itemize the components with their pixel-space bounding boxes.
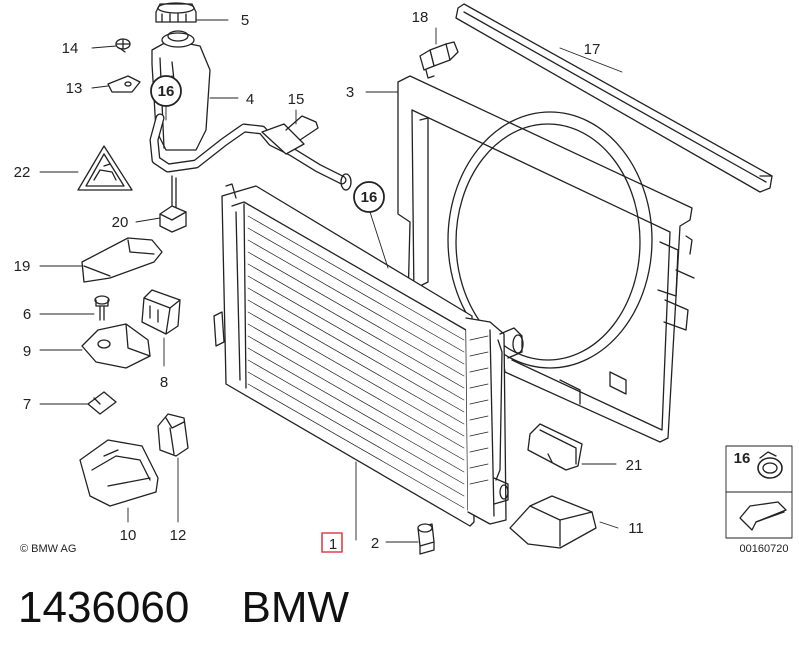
callout-22: 22 [14, 164, 31, 181]
bracket-part-21 [527, 423, 583, 471]
circle-marker-16-b [353, 181, 385, 213]
level-sensor [159, 175, 187, 233]
callout-19: 19 [14, 258, 31, 275]
callout-8: 8 [160, 374, 168, 391]
callout-18: 18 [412, 9, 429, 26]
callout-17: 17 [584, 41, 601, 58]
radiator [213, 183, 524, 527]
drain-plug [417, 523, 435, 555]
footer-caption: 1436060 BMW [18, 583, 349, 633]
callout-14: 14 [62, 40, 79, 57]
circle-marker-16-b-label: 16 [361, 189, 378, 206]
reference-code: 00160720 [740, 543, 789, 555]
coolant-hose [149, 113, 352, 191]
rubber-mount-part-8 [141, 289, 181, 335]
circle-marker-16-a [150, 75, 182, 107]
callout-3: 3 [346, 84, 354, 101]
callout-6: 6 [23, 306, 31, 323]
callout-7: 7 [23, 396, 31, 413]
tank-cap [155, 2, 197, 23]
legend-number: 16 [734, 450, 751, 467]
callout-1: 1 [329, 536, 337, 553]
fan-shroud [397, 75, 695, 443]
callout-2: 2 [371, 535, 379, 552]
highlight-frame [321, 532, 343, 553]
callout-10: 10 [120, 527, 137, 544]
bracket-part-13 [107, 75, 141, 93]
leader-lines [39, 19, 623, 543]
rubber-cap-part-12 [157, 413, 189, 457]
callout-20: 20 [112, 214, 129, 231]
callout-12: 12 [170, 527, 187, 544]
brand-name: BMW [241, 583, 350, 632]
sealing-strip [455, 3, 773, 193]
part-number: 1436060 [18, 583, 190, 632]
air-duct-part-10 [79, 439, 159, 507]
legend-box [725, 445, 793, 539]
expansion-rivet [419, 41, 459, 79]
callout-11: 11 [628, 520, 644, 537]
callout-21: 21 [626, 457, 643, 474]
callout-13: 13 [66, 80, 83, 97]
callout-4: 4 [246, 91, 254, 108]
air-duct-part-11 [509, 495, 597, 549]
callout-labels: 1 2 3 4 5 6 7 8 9 10 11 12 13 14 15 17 1… [14, 9, 789, 555]
warning-label [77, 145, 133, 191]
bracket-part-19 [81, 237, 163, 283]
screw-part-14 [115, 38, 131, 53]
copyright-text: © BMW AG [20, 543, 76, 555]
clip-part-7 [87, 391, 117, 415]
callout-9: 9 [23, 343, 31, 360]
bolt-part-6 [94, 295, 110, 321]
circle-marker-16-a-label: 16 [158, 83, 175, 100]
callout-15: 15 [288, 91, 305, 108]
callout-5: 5 [241, 12, 249, 29]
mount-part-9 [81, 323, 151, 369]
